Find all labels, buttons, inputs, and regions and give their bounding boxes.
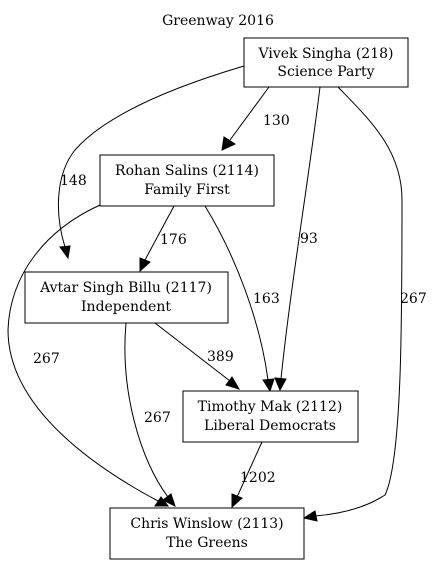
node-party: Family First <box>144 182 230 198</box>
edge-avtar-timothy: 389 <box>154 322 241 390</box>
node-party: Liberal Democrats <box>204 418 336 434</box>
node-avtar-singh-billu: Avtar Singh Billu (2117) Independent <box>24 271 229 324</box>
edge-rohan-chris: 267 <box>7 204 170 507</box>
edge-label: 176 <box>160 232 187 248</box>
node-name: Rohan Salins (2114) <box>115 163 259 179</box>
edge-label: 130 <box>263 113 290 129</box>
edge-label: 267 <box>144 410 171 426</box>
node-party: Science Party <box>277 64 374 80</box>
node-name: Avtar Singh Billu (2117) <box>39 280 212 296</box>
edge-label: 267 <box>400 291 427 307</box>
edge-timothy-chris: 1202 <box>231 441 276 509</box>
node-vivek-singha: Vivek Singha (218) Science Party <box>243 37 409 88</box>
edge-avtar-chris: 267 <box>124 322 176 507</box>
edge-rohan-avtar: 176 <box>139 205 187 273</box>
node-name: Timothy Mak (2112) <box>198 399 343 415</box>
edge-vivek-chris: 267 <box>302 86 427 522</box>
node-name: Vivek Singha (218) <box>258 46 394 62</box>
node-name: Chris Winslow (2113) <box>130 516 283 532</box>
edge-vivek-avtar: 148 <box>58 65 245 260</box>
node-party: Independent <box>81 299 171 315</box>
edge-vivek-rohan: 130 <box>221 86 290 151</box>
edge-vivek-timothy: 93 <box>274 86 321 392</box>
node-chris-winslow: Chris Winslow (2113) The Greens <box>109 507 305 560</box>
node-timothy-mak: Timothy Mak (2112) Liberal Democrats <box>182 390 359 443</box>
edge-label: 389 <box>207 349 234 365</box>
edge-label: 267 <box>33 351 60 367</box>
edge-label: 93 <box>300 231 318 247</box>
node-rohan-salins: Rohan Salins (2114) Family First <box>99 154 275 207</box>
diagram-title: Greenway 2016 <box>162 13 274 29</box>
edge-label: 148 <box>60 173 87 189</box>
edge-label: 163 <box>253 291 280 307</box>
edge-rohan-timothy: 163 <box>204 205 280 393</box>
edge-label: 1202 <box>240 470 276 486</box>
node-party: The Greens <box>166 535 248 551</box>
